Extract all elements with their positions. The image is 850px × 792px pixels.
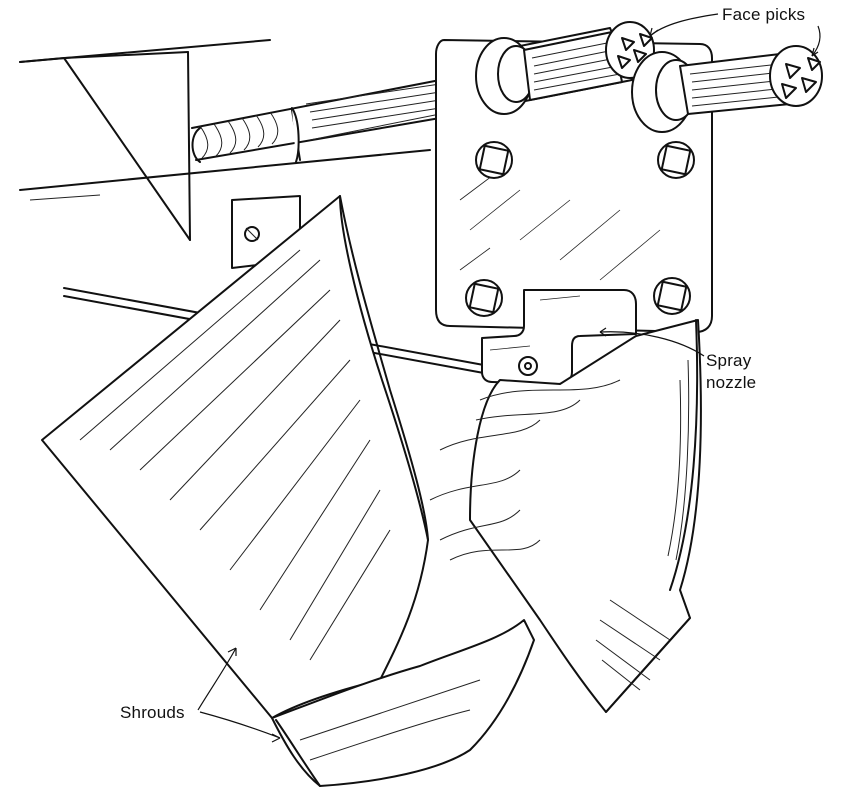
bolt-top-right — [657, 141, 695, 179]
label-shrouds: Shrouds — [120, 703, 185, 722]
pick-shaft-lower — [631, 45, 823, 133]
face-pick-cluster-1 — [617, 33, 653, 69]
swirl-lines — [429, 379, 621, 561]
leader-face-picks — [649, 13, 821, 57]
bolt-bottom-right — [653, 277, 691, 315]
spray-nozzle — [518, 356, 538, 376]
label-spray: Spray — [706, 351, 752, 370]
label-nozzle: nozzle — [706, 373, 756, 392]
face-pick-cluster-2 — [781, 57, 821, 99]
rear-shaft — [191, 79, 441, 163]
shroud-left — [41, 195, 535, 787]
shroud-right — [429, 319, 702, 713]
leader-shrouds — [197, 647, 281, 743]
leader-spray-nozzle — [599, 327, 705, 357]
pick-shaft-upper — [475, 21, 655, 115]
label-face-picks: Face picks — [722, 5, 805, 24]
spray-nozzle-bracket — [481, 289, 637, 385]
bolt-top-left — [475, 141, 513, 179]
bolt-bottom-left — [465, 279, 503, 317]
